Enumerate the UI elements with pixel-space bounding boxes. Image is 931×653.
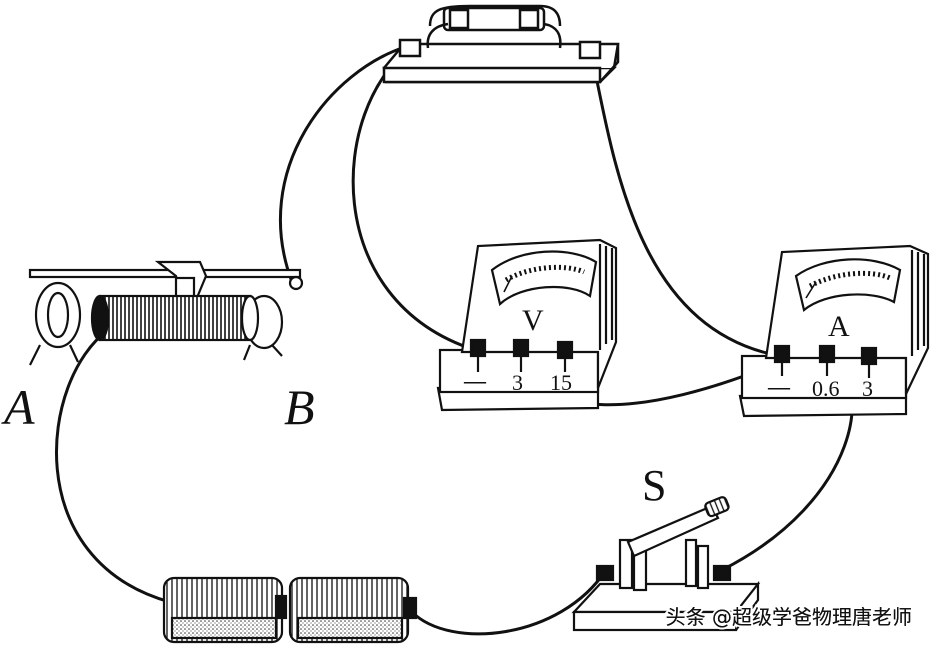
wire-battery-to-rheostat	[55, 328, 172, 604]
rheostat-coil	[98, 294, 252, 342]
ammeter-terminal-3: 3	[862, 376, 873, 401]
wire-switch-to-battery	[410, 568, 608, 636]
battery-cell-left	[162, 576, 288, 644]
wire-resistor-to-rheostat-b	[279, 44, 410, 284]
ammeter	[738, 244, 930, 418]
ammeter-terminal-06: 0.6	[812, 376, 840, 401]
fixed-resistor	[382, 4, 620, 84]
voltmeter-symbol: V	[522, 304, 544, 337]
voltmeter	[436, 238, 618, 412]
voltmeter-terminal-15: 15	[550, 370, 572, 395]
rheostat-end-a-label: A	[1, 379, 35, 435]
switch-label: S	[642, 461, 666, 510]
knife-switch	[571, 496, 761, 632]
battery-cell-right	[288, 576, 418, 644]
watermark: 头条 @超级学爸物理唐老师	[666, 605, 912, 629]
switch-handle	[704, 496, 730, 518]
rheostat-end-b-label: B	[284, 379, 315, 435]
ammeter-symbol: A	[828, 310, 850, 343]
watermark-text: 头条 @超级学爸物理唐老师	[666, 605, 912, 629]
battery-pack	[162, 576, 418, 644]
wire-resistor-to-ammeter-neg	[590, 54, 782, 358]
voltmeter-terminal-3: 3	[512, 370, 523, 395]
wire-resistor-to-voltmeter-neg	[351, 46, 477, 352]
ammeter-terminal-neg: —	[767, 374, 791, 399]
rheostat	[28, 260, 304, 366]
voltmeter-terminal-neg: —	[463, 368, 487, 393]
